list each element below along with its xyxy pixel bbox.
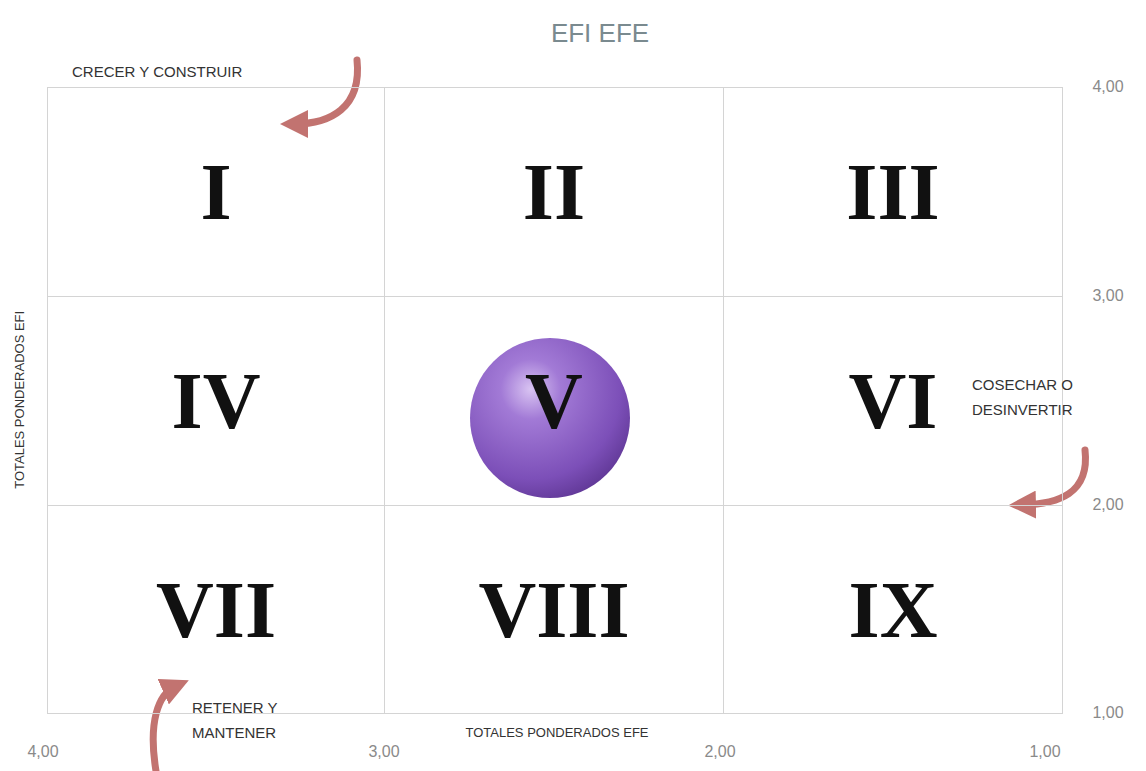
matrix-cell: III (723, 87, 1063, 297)
axis-value: 4,00 (27, 742, 58, 761)
axis-value: 2,00 (704, 742, 735, 761)
strategy-label: COSECHAR O DESINVERTIR (972, 372, 1102, 423)
roman-numeral: VIII (478, 570, 629, 650)
chart-title: EFI EFE (551, 18, 649, 49)
axis-value: 3,00 (368, 742, 399, 761)
roman-numeral: V (525, 361, 583, 441)
strategy-label: RETENER Y MANTENER (192, 695, 302, 746)
curved-arrow (153, 686, 176, 771)
roman-numeral: III (846, 152, 939, 232)
axis-title: TOTALES PONDERADOS EFE (465, 725, 648, 741)
strategy-label: CRECER Y CONSTRUIR (72, 59, 242, 85)
matrix-cell: V (384, 296, 724, 506)
axis-value: 1,00 (1029, 742, 1060, 761)
matrix-cell: I (47, 87, 385, 297)
axis-title: TOTALES PONDERADOS EFI (12, 311, 28, 489)
roman-numeral: IX (849, 570, 938, 650)
roman-numeral: VI (849, 361, 938, 441)
roman-numeral: VII (156, 570, 276, 650)
position-sphere (470, 338, 630, 498)
axis-value: 1,00 (1092, 703, 1123, 722)
axis-value: 3,00 (1092, 286, 1123, 305)
roman-numeral: IV (172, 361, 261, 441)
curved-arrow (1022, 450, 1086, 505)
matrix-cell: IV (47, 296, 385, 506)
curved-arrow (294, 60, 358, 124)
axis-value: 4,00 (1092, 77, 1123, 96)
matrix-cell: II (384, 87, 724, 297)
axis-value: 2,00 (1092, 495, 1123, 514)
roman-numeral: II (523, 152, 585, 232)
roman-numeral: I (200, 152, 231, 232)
matrix-cell: IX (723, 505, 1063, 714)
matrix-cell: VII (47, 505, 385, 714)
matrix-cell: VIII (384, 505, 724, 714)
